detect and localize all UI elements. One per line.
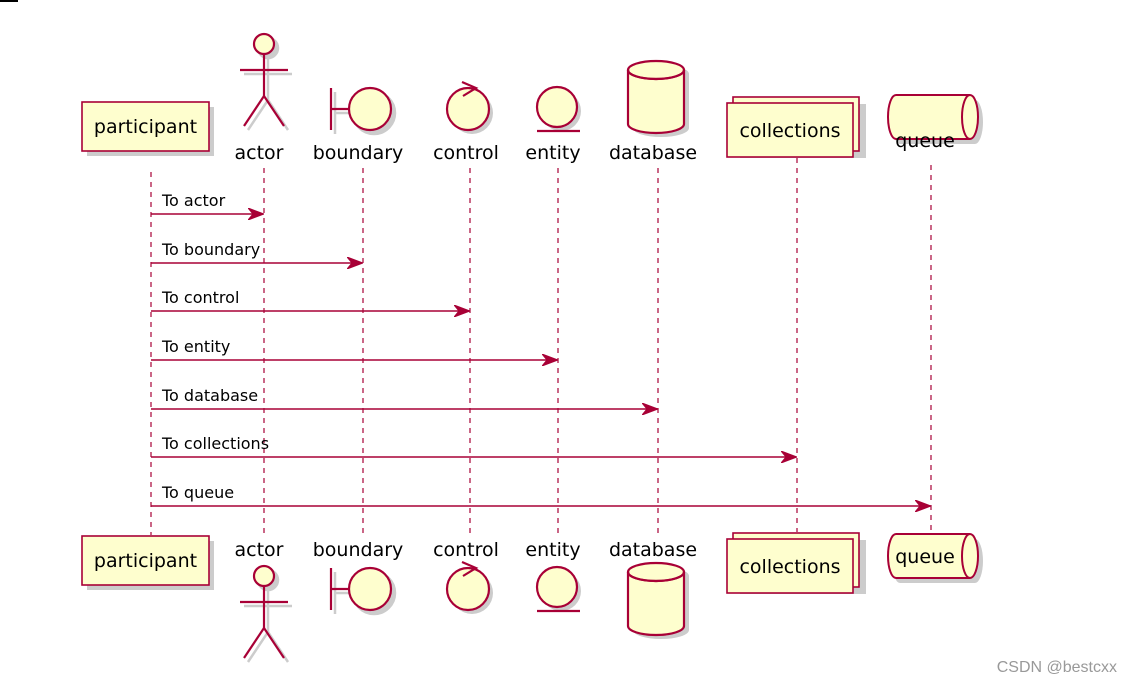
- corner-artifact: [0, 0, 18, 2]
- participant-label-top: participant: [94, 116, 197, 138]
- database-icon: [626, 59, 689, 137]
- actor-icon: [240, 564, 292, 663]
- messages: To actor To boundary To control To entit…: [151, 191, 930, 506]
- database-label-bottom: database: [609, 539, 697, 561]
- entity-icon: [535, 565, 581, 613]
- watermark: CSDN @bestcxx: [997, 659, 1117, 676]
- message-label-database: To database: [161, 386, 258, 405]
- message-label-control: To control: [161, 288, 239, 307]
- message-label-queue: To queue: [161, 483, 234, 502]
- collections-label-top: collections: [739, 120, 840, 142]
- control-icon: [445, 80, 493, 134]
- queue-label-top: queue: [895, 130, 955, 152]
- message-label-actor: To actor: [161, 191, 226, 210]
- participant-head-top: participant: [81, 101, 214, 156]
- database-label-top: database: [609, 142, 697, 164]
- message-label-boundary: To boundary: [161, 240, 260, 259]
- lifelines: [150, 158, 932, 537]
- message-label-collections: To collections: [161, 434, 269, 453]
- actor-label-bottom: actor: [235, 539, 284, 561]
- queue-label-bottom: queue: [895, 546, 955, 568]
- collections-head-bottom: collections: [726, 532, 866, 594]
- control-label-bottom: control: [433, 539, 499, 561]
- queue-head-bottom: queue: [886, 533, 983, 583]
- collections-head-top: collections: [726, 96, 866, 158]
- boundary-icon: [329, 86, 397, 136]
- boundary-icon: [329, 566, 397, 616]
- queue-head-top: queue: [886, 94, 983, 152]
- control-label-top: control: [433, 142, 499, 164]
- participant-label-bottom: participant: [94, 550, 197, 572]
- boundary-label-bottom: boundary: [313, 539, 404, 561]
- database-icon: [626, 561, 689, 639]
- control-icon: [445, 560, 493, 614]
- actor-label-top: actor: [235, 142, 284, 164]
- entity-label-top: entity: [525, 142, 580, 164]
- entity-icon: [535, 85, 581, 133]
- actor-icon: [240, 32, 292, 131]
- entity-label-bottom: entity: [525, 539, 580, 561]
- message-label-entity: To entity: [161, 337, 230, 356]
- boundary-label-top: boundary: [313, 142, 404, 164]
- collections-label-bottom: collections: [739, 556, 840, 578]
- participant-head-bottom: participant: [81, 535, 214, 590]
